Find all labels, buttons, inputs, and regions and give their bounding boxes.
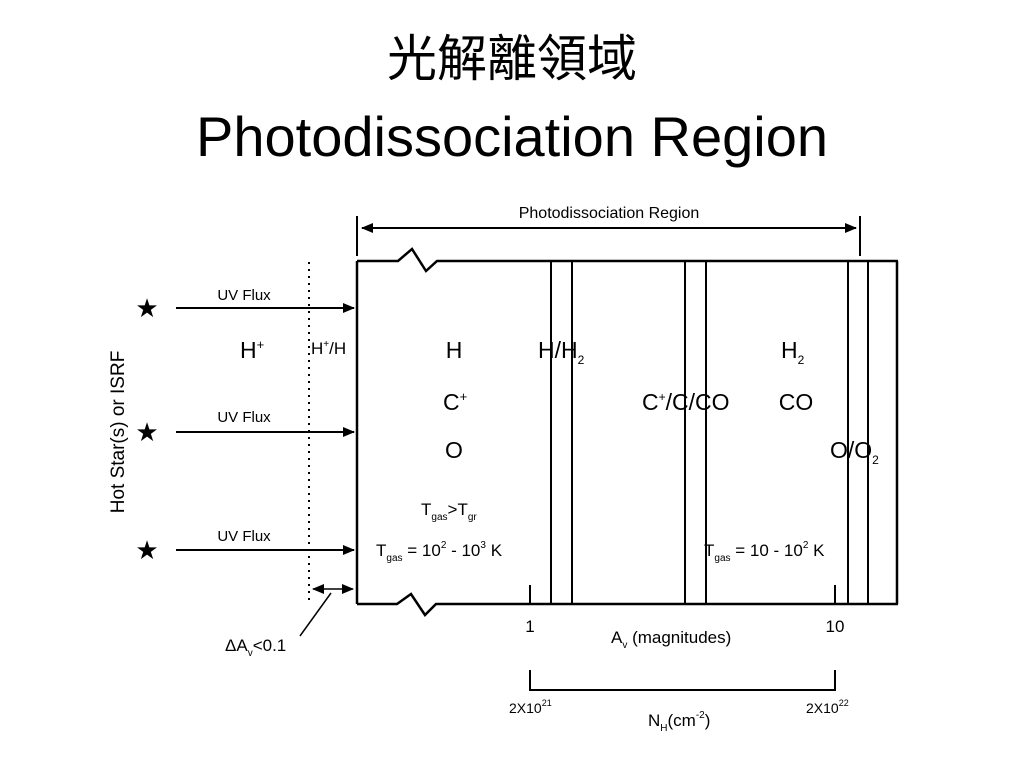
nh-left-label: 2X1021 (509, 698, 552, 716)
label-o-atomic: O (445, 437, 463, 463)
star-icon: ★ (135, 417, 158, 447)
nh-bracket (529, 670, 836, 691)
star-icon: ★ (135, 293, 158, 323)
label-tgas-hot: Tgas = 102 - 103 K (376, 540, 503, 564)
label-delta-av: ΔAv<0.1 (225, 636, 286, 659)
delta-av-leader (299, 592, 332, 637)
label-tgas-cold: Tgas = 10 - 102 K (704, 540, 825, 564)
label-c-c-co: C+/C/CO (642, 389, 730, 415)
uv-flux-label-1: UV Flux (217, 287, 271, 304)
region-bottom-edge (357, 592, 898, 617)
label-h-atomic: H (446, 337, 463, 363)
av-tick-label-1: 1 (525, 617, 534, 636)
slide-title-english: Photodissociation Region (196, 105, 828, 168)
label-co: CO (779, 389, 814, 415)
region-top-edge (357, 247, 898, 273)
av-axis-label: Av (magnitudes) (611, 628, 731, 651)
label-h-plus: H+ (240, 337, 264, 363)
av-tick-label-10: 10 (826, 617, 845, 636)
label-h-plus-h: H+/H (311, 339, 346, 358)
nh-right-label: 2X1022 (806, 698, 849, 716)
slide-title-chinese: 光解離領域 (387, 30, 637, 88)
uv-flux-label-3: UV Flux (217, 528, 271, 545)
nh-axis-label: NH(cm-2) (648, 710, 710, 734)
label-h-h2: H/H2 (538, 337, 585, 367)
label-o-o2: O/O2 (830, 437, 879, 467)
label-c-plus: C+ (443, 389, 467, 415)
label-h2: H2 (781, 337, 805, 367)
uv-flux-label-2: UV Flux (217, 409, 271, 426)
source-axis-label: Hot Star(s) or ISRF (108, 351, 129, 514)
pdr-extent-label: Photodissociation Region (519, 205, 700, 222)
label-tgas-gt-tgr: Tgas>Tgr (421, 500, 477, 523)
star-icon: ★ (135, 535, 158, 565)
